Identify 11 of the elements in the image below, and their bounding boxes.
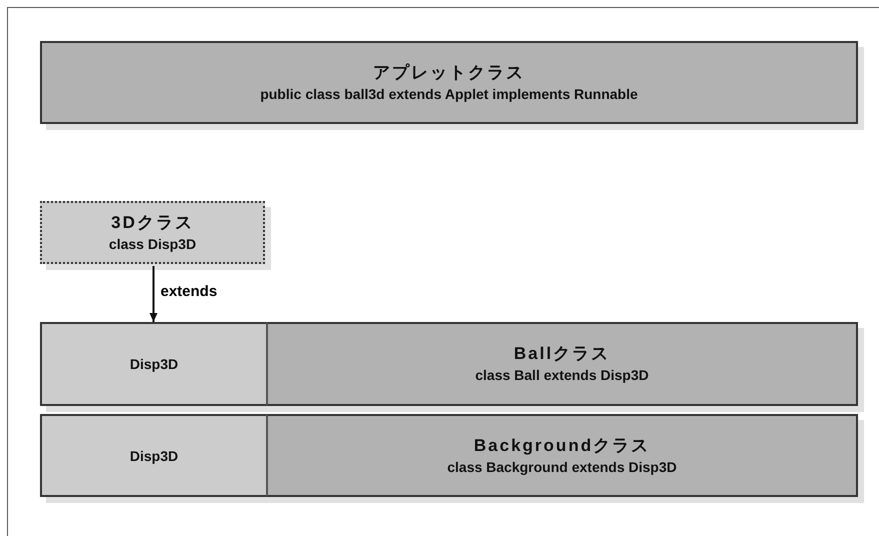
class-declaration: Disp3D: [130, 355, 178, 374]
class-title: アプレットクラス: [373, 62, 525, 84]
class-declaration: class Ball extends Disp3D: [475, 366, 649, 385]
class-declaration: class Disp3D: [108, 234, 196, 254]
class-title: 3Dクラス: [111, 212, 194, 234]
class-title: Ballクラス: [514, 343, 610, 365]
class-declaration: class Background extends Disp3D: [447, 458, 677, 476]
arrow: [150, 266, 158, 322]
class-declaration: Disp3D: [130, 446, 178, 466]
class-declaration: public class ball3d extends Applet implements Runnable: [260, 84, 638, 104]
class-title: Backgroundクラス: [474, 434, 650, 456]
